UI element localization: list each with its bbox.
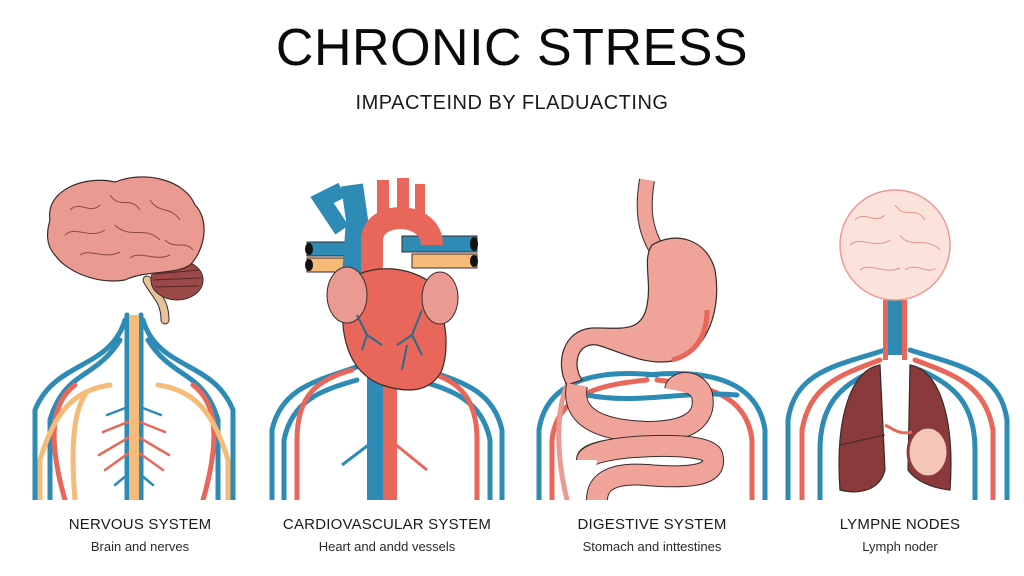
page-subtitle: IMPACTEIND BY FLADUACTING <box>355 92 669 114</box>
lymph-nodes-panel <box>780 170 1024 500</box>
digestive-system-panel <box>527 170 777 500</box>
panel-title: LYMPNE NODES <box>839 516 961 533</box>
nervous-system-panel <box>15 170 265 500</box>
heart-vessels-icon <box>269 178 505 500</box>
panel-title: DIGESTIVE SYSTEM <box>577 516 727 533</box>
panel-subtitle: Heart and andd vessels <box>318 539 456 554</box>
panel-subtitle: Lymph noder <box>862 539 938 554</box>
panel-title: CARDIOVASCULAR SYSTEM <box>282 516 492 533</box>
brain-nerves-icon <box>32 176 236 500</box>
stomach-intestines-icon <box>536 178 768 500</box>
panel-subtitle: Brain and nerves <box>90 539 190 554</box>
panel-title: NERVOUS SYSTEM <box>68 516 212 533</box>
digestive-system-caption: DIGESTIVE SYSTEM Stomach and inttestines <box>527 516 777 554</box>
lymph-lungs-icon <box>785 189 1010 500</box>
cardiovascular-system-panel <box>262 170 512 500</box>
cardiovascular-system-caption: CARDIOVASCULAR SYSTEM Heart and andd ves… <box>262 516 512 554</box>
lymph-nodes-caption: LYMPNE NODES Lymph noder <box>775 516 1024 554</box>
page-title: CHRONIC STRESS <box>275 19 749 77</box>
nervous-system-caption: NERVOUS SYSTEM Brain and nerves <box>15 516 265 554</box>
panel-subtitle: Stomach and inttestines <box>582 539 722 554</box>
